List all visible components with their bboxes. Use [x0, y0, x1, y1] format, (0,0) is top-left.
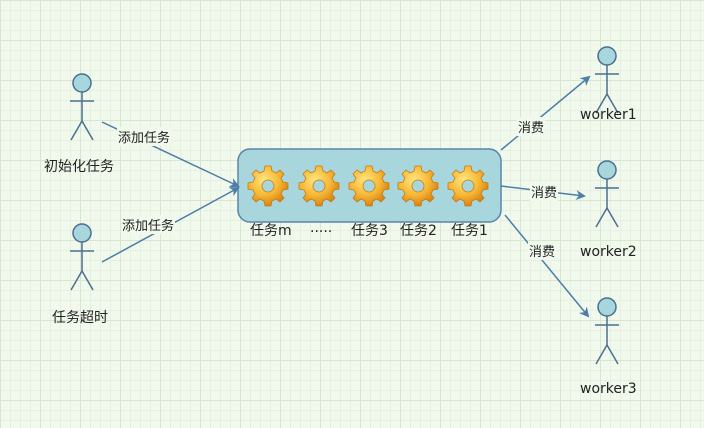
edge-consume-2-label: 消费 [530, 182, 559, 201]
actor-task-timeout-label: 任务超时 [52, 310, 108, 326]
actor-init-task [69, 73, 95, 141]
edge-consume-3-label: 消费 [528, 241, 557, 260]
edge-consume-3 [504, 214, 590, 318]
actor-worker1 [594, 46, 620, 114]
actor-init-task-label: 初始化任务 [44, 159, 114, 175]
edge-consume-1-label: 消费 [517, 117, 546, 136]
task-label-2: 任务2 [400, 223, 437, 239]
actor-task-timeout [69, 223, 95, 291]
actor-worker3 [594, 297, 620, 365]
edge-add-task-1-label: 添加任务 [117, 127, 172, 146]
actor-worker3-label: worker3 [580, 381, 637, 397]
gear-icon [348, 165, 390, 207]
gear-icon [397, 165, 439, 207]
gear-icon [447, 165, 489, 207]
task-label-m: 任务m [250, 223, 292, 239]
actor-worker2 [594, 160, 620, 228]
gear-icon [247, 165, 289, 207]
task-label-ellipsis: ..... [310, 220, 333, 236]
task-label-3: 任务3 [351, 223, 388, 239]
actor-worker1-label: worker1 [580, 107, 637, 123]
task-label-1: 任务1 [451, 223, 488, 239]
gear-icon [298, 165, 340, 207]
edge-add-task-2-label: 添加任务 [121, 215, 176, 234]
actor-worker2-label: worker2 [580, 244, 637, 260]
edge-consume-1 [500, 75, 591, 151]
